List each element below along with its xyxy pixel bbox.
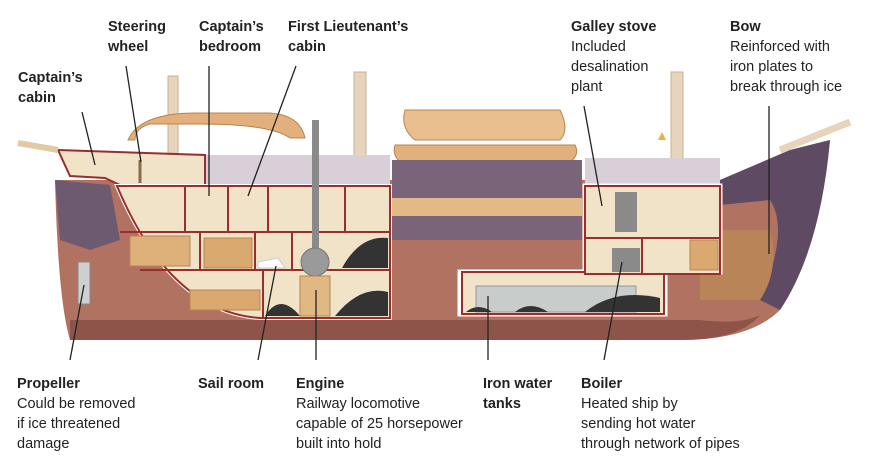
callout-propeller: Propeller Could be removed if ice threat… — [17, 374, 136, 454]
fore-superstructure — [585, 158, 720, 186]
callout-galley-stove: Galley stove Included desalination plant — [571, 17, 656, 97]
callout-title: Engine — [296, 376, 345, 392]
callout-steering-wheel: Steering wheel — [108, 17, 166, 57]
crates — [129, 235, 191, 267]
coal-pile — [515, 306, 548, 312]
bow-panel — [720, 140, 830, 310]
leader-first-lieutenant — [247, 65, 297, 197]
callout-title: Captain’s cabin — [18, 70, 83, 106]
callout-boiler: Boiler Heated ship by sending hot water … — [581, 374, 740, 454]
galley-room — [584, 185, 721, 239]
callout-desc: Could be removed if ice threatened damag… — [17, 396, 136, 452]
barrels — [203, 237, 253, 269]
callout-captains-bedroom: Captain’s bedroom — [199, 17, 264, 57]
coal-pile — [585, 295, 660, 312]
aft-superstructure — [200, 155, 390, 185]
callout-desc: Reinforced with iron plates to break thr… — [730, 39, 843, 95]
callout-title: Captain’s bedroom — [199, 19, 264, 55]
leader-captains-cabin — [81, 111, 96, 166]
callout-title: Sail room — [198, 376, 265, 392]
sail-bundle — [257, 257, 286, 269]
coal-pile — [335, 290, 388, 316]
galley-stove-shape — [615, 192, 637, 232]
leader-boiler — [603, 261, 623, 361]
callout-sail-room: Sail room — [198, 374, 264, 394]
engine-stand — [299, 275, 331, 317]
coal-pile — [265, 304, 300, 316]
leader-steering-wheel — [125, 65, 142, 163]
callout-captains-cabin: Captain’s cabin — [18, 68, 83, 108]
fore-barrels — [689, 239, 719, 271]
callout-title: Iron water tanks — [483, 376, 553, 412]
coal-pile — [342, 237, 388, 268]
mid-boat-lower — [393, 144, 578, 163]
leader-galley-stove — [583, 105, 603, 207]
callout-bow: Bow Reinforced with iron plates to break… — [730, 17, 842, 97]
leader-propeller — [69, 284, 85, 361]
coal-pile — [466, 307, 492, 312]
callout-iron-water-tanks: Iron water tanks — [483, 374, 552, 414]
callout-first-lieutenants-cabin: First Lieutenant’s cabin — [288, 17, 408, 57]
captains-cabin-room — [56, 148, 206, 186]
engine-chimney — [312, 120, 319, 255]
callout-title: Propeller — [17, 376, 80, 392]
leader-sail-room — [257, 265, 277, 361]
hull-shadow — [70, 315, 760, 340]
stern-panel — [55, 180, 120, 250]
barrels-lower — [189, 289, 261, 311]
boiler-shape — [612, 248, 640, 272]
callout-title: First Lieutenant’s cabin — [288, 19, 409, 55]
callout-desc: Included desalination plant — [571, 39, 649, 95]
callout-desc: Railway locomotive capable of 25 horsepo… — [296, 396, 463, 452]
callout-title: Galley stove — [571, 19, 657, 35]
callout-title: Steering wheel — [108, 19, 167, 55]
mid-deck-wood — [392, 198, 582, 216]
engine-boiler — [300, 247, 330, 277]
mid-boat-upper — [403, 109, 566, 141]
callout-title: Boiler — [581, 376, 623, 392]
stern-spar — [17, 140, 59, 153]
stern-boat — [127, 112, 306, 141]
callout-title: Bow — [730, 19, 761, 35]
propeller-shape — [77, 261, 91, 305]
callout-engine: Engine Railway locomotive capable of 25 … — [296, 374, 463, 454]
bowsprit — [778, 118, 852, 154]
leader-lines — [69, 65, 770, 361]
bell-icon — [658, 132, 666, 140]
callout-desc: Heated ship by sending hot water through… — [581, 396, 740, 452]
